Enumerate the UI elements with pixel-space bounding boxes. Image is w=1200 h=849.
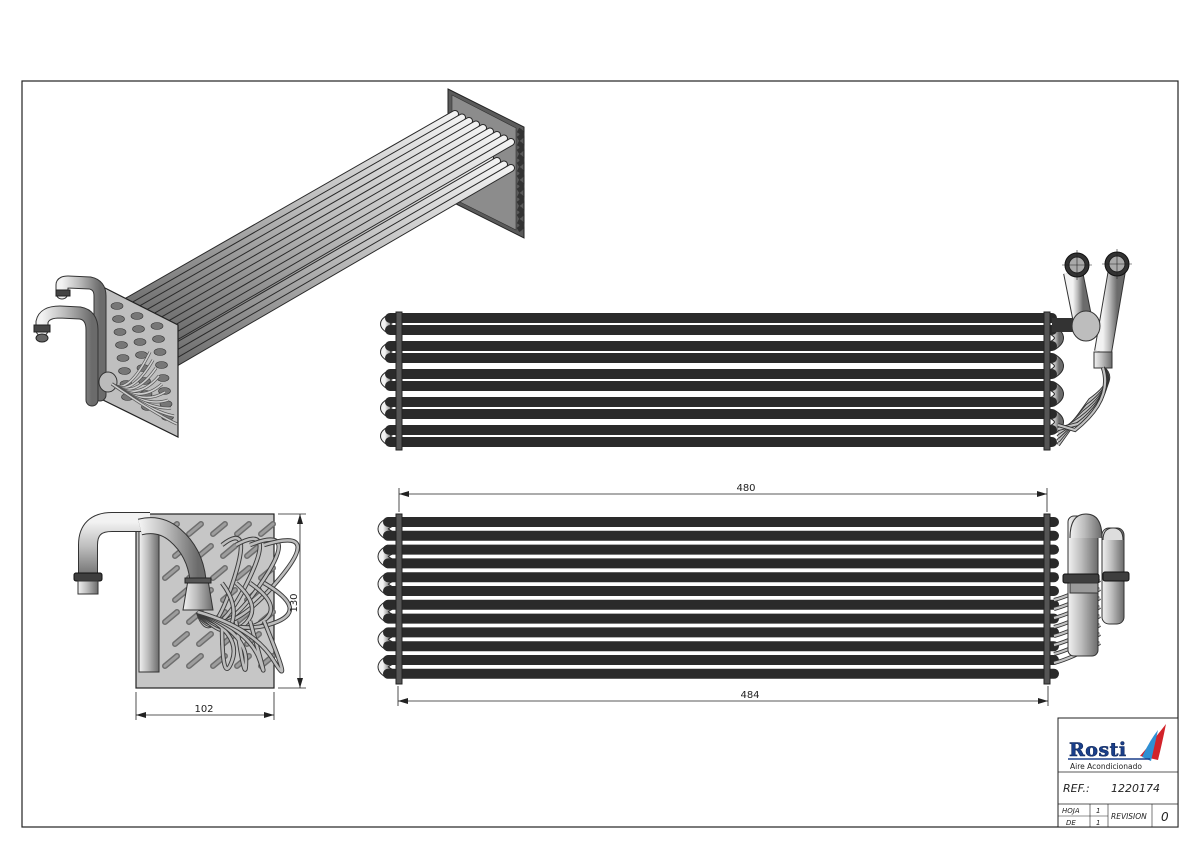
side-slot-hl bbox=[187, 522, 203, 536]
iso-tube bbox=[138, 125, 486, 328]
iso-plate-hole bbox=[115, 341, 128, 349]
revision-label: REVISION bbox=[1111, 812, 1147, 821]
company-name: Rosti bbox=[1069, 739, 1127, 761]
side-slot-hl bbox=[221, 544, 237, 558]
iso-tube bbox=[167, 165, 514, 369]
sheet-border bbox=[21, 80, 1179, 828]
dim-label-102: 102 bbox=[194, 704, 213, 715]
iso-plate-hole bbox=[152, 335, 165, 343]
side-capillary-tubes bbox=[195, 535, 300, 674]
iso-capillary-hl bbox=[111, 383, 178, 425]
iso-back-bend bbox=[516, 205, 525, 220]
iso-tube bbox=[116, 114, 465, 317]
iso-plate-hole bbox=[112, 315, 125, 323]
iso-tube-bundle bbox=[108, 110, 525, 370]
side-slot-hl bbox=[235, 566, 251, 580]
side-slot-hl bbox=[235, 522, 251, 536]
rosti-logo: Rosti Aire Acondicionado bbox=[1068, 724, 1166, 771]
front-inlet-outlet bbox=[1052, 249, 1132, 369]
top-inlet-outlet bbox=[1062, 513, 1130, 657]
side-vertical-pipe bbox=[138, 529, 160, 673]
front-capillary-tubes bbox=[1056, 366, 1111, 447]
iso-plate-hole bbox=[118, 367, 131, 375]
side-slot-hl bbox=[259, 522, 275, 536]
iso-tube bbox=[159, 161, 507, 366]
iso-plate-hole bbox=[113, 328, 127, 336]
iso-plate-hole bbox=[150, 322, 164, 330]
iso-back-bend bbox=[516, 140, 525, 155]
front-capillary-hl bbox=[1057, 367, 1107, 432]
top-view: 480 484 bbox=[377, 483, 1130, 706]
ref-label: REF.: bbox=[1063, 782, 1090, 795]
isometric-view bbox=[33, 88, 525, 438]
iso-tube bbox=[152, 132, 500, 336]
side-slot-hl bbox=[163, 610, 179, 624]
side-slot-hl bbox=[173, 632, 189, 646]
iso-distributor-tubes bbox=[111, 351, 178, 426]
side-flange bbox=[73, 572, 103, 582]
iso-back-bend bbox=[516, 179, 525, 194]
iso-back-bend bbox=[516, 218, 525, 233]
de-value: 1 bbox=[1096, 819, 1100, 827]
iso-plate-hole bbox=[130, 312, 144, 320]
top-tube-rows bbox=[383, 517, 1059, 679]
side-slot-hl bbox=[197, 544, 213, 558]
iso-back-bend bbox=[516, 153, 525, 168]
iso-plate-hole bbox=[110, 302, 124, 310]
iso-tube bbox=[152, 158, 500, 362]
iso-tube bbox=[145, 128, 493, 332]
side-capillary-hl bbox=[197, 610, 284, 673]
revision-value: 0 bbox=[1161, 810, 1169, 824]
ref-value: 1220174 bbox=[1111, 782, 1160, 795]
hoja-label: HOJA bbox=[1062, 807, 1080, 815]
side-slot-hl bbox=[197, 632, 213, 646]
iso-tube bbox=[159, 135, 507, 340]
iso-back-bend bbox=[516, 192, 525, 207]
side-slot-hl bbox=[211, 566, 227, 580]
iso-tube bbox=[130, 121, 479, 325]
side-slot-hl bbox=[187, 654, 203, 668]
iso-plate-hole bbox=[133, 338, 147, 346]
side-slot-hl bbox=[163, 566, 179, 580]
iso-back-bend bbox=[516, 127, 525, 142]
top-right-plate bbox=[1043, 513, 1051, 685]
de-label: DE bbox=[1066, 819, 1076, 827]
front-view bbox=[380, 249, 1132, 451]
side-slot-hl bbox=[163, 654, 179, 668]
company-subtitle: Aire Acondicionado bbox=[1070, 762, 1142, 771]
iso-plate-hole bbox=[116, 354, 130, 362]
side-slot-hl bbox=[245, 544, 261, 558]
front-return-bends bbox=[380, 313, 1064, 447]
front-left-plate bbox=[395, 311, 403, 451]
iso-tube bbox=[167, 139, 514, 343]
front-right-plate bbox=[1043, 311, 1051, 451]
dim-label-484: 484 bbox=[740, 690, 759, 701]
iso-plate-hole bbox=[132, 325, 145, 333]
iso-plate-hole bbox=[153, 348, 167, 356]
hoja-value: 1 bbox=[1096, 807, 1100, 815]
side-slot-hl bbox=[211, 522, 227, 536]
iso-inlet-pipes bbox=[33, 275, 118, 407]
iso-tube bbox=[109, 111, 458, 313]
side-capillary-hl bbox=[197, 610, 236, 670]
dim-label-480: 480 bbox=[736, 483, 755, 494]
front-tube-rows bbox=[385, 313, 1057, 447]
top-left-plate bbox=[395, 513, 403, 685]
dim-label-130: 130 bbox=[289, 593, 300, 612]
iso-plate-hole bbox=[155, 361, 168, 369]
side-slot-hl bbox=[173, 588, 189, 602]
iso-tube bbox=[123, 118, 472, 321]
side-view: 130 102 bbox=[73, 512, 306, 720]
side-distributor bbox=[182, 579, 214, 611]
title-block: Rosti Aire Acondicionado REF.: 1220174 H… bbox=[1057, 717, 1179, 828]
iso-back-bend bbox=[516, 166, 525, 181]
